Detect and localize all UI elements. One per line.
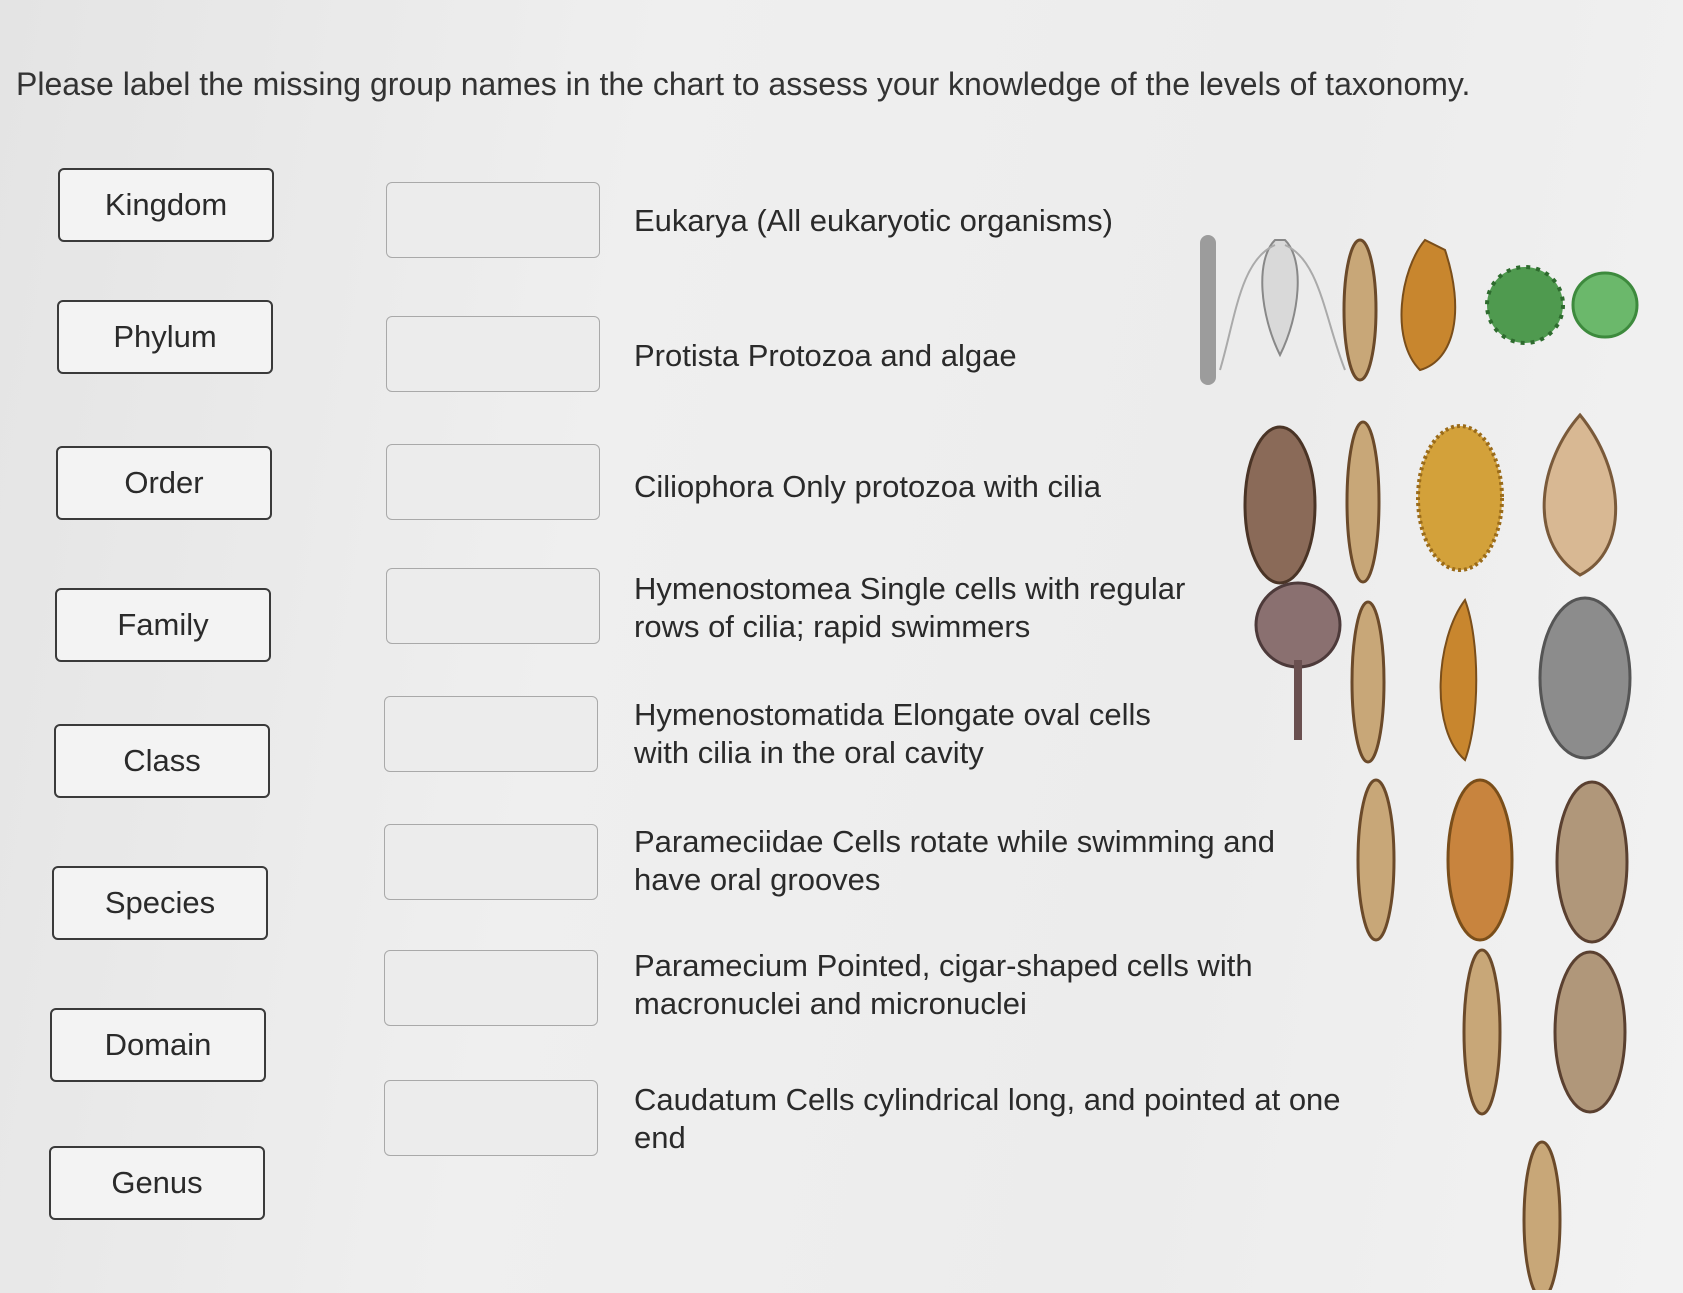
protozoa-illustration — [1200, 235, 1639, 1290]
paramecium-organism — [1350, 600, 1386, 764]
vorticella-organism — [1254, 581, 1342, 669]
term-class-button[interactable]: Class — [54, 724, 270, 798]
paramecium-organism — [1555, 780, 1629, 944]
term-family-button[interactable]: Family — [55, 588, 271, 662]
ciliate-organism — [1243, 425, 1317, 585]
drop-target-3[interactable] — [386, 444, 600, 520]
paramecium-organism — [1345, 420, 1381, 584]
drop-target-1[interactable] — [386, 182, 600, 258]
term-genus-button[interactable]: Genus — [49, 1146, 265, 1220]
term-domain-button[interactable]: Domain — [50, 1008, 266, 1082]
ciliate-organism — [1538, 596, 1632, 760]
ciliate-organism — [1439, 597, 1478, 762]
paramecium-organism — [1356, 778, 1396, 942]
ciliate-organism — [1400, 238, 1457, 372]
row-description: Protista Protozoa and algae — [634, 338, 1017, 373]
term-order-button[interactable]: Order — [56, 446, 272, 520]
paramecium-organism — [1462, 948, 1502, 1116]
row-description: Paramecium Pointed, cigar-shaped cells w… — [634, 948, 1253, 1021]
radiolarian-organism — [1485, 265, 1565, 345]
filament-organism — [1200, 235, 1216, 385]
instruction-text: Please label the missing group names in … — [16, 66, 1471, 102]
green-alga-organism — [1571, 271, 1639, 339]
drop-target-8[interactable] — [384, 1080, 598, 1156]
row-description: Hymenostomea Single cells with regular r… — [634, 571, 1186, 644]
drop-target-6[interactable] — [384, 824, 598, 900]
row-description: Hymenostomatida Elongate oval cells with… — [634, 697, 1151, 770]
row-description: Parameciidae Cells rotate while swimming… — [634, 824, 1275, 897]
paramecium-organism — [1342, 238, 1378, 382]
paramecium-organism — [1446, 778, 1514, 942]
term-species-button[interactable]: Species — [52, 866, 268, 940]
paramecium-organism — [1522, 1140, 1562, 1290]
flagellate-organism — [1261, 239, 1299, 358]
row-description: Caudatum Cells cylindrical long, and poi… — [634, 1082, 1341, 1155]
paramecium-organism — [1553, 950, 1627, 1114]
term-kingdom-button[interactable]: Kingdom — [58, 168, 274, 242]
ciliate-organism — [1542, 412, 1618, 577]
row-description: Eukarya (All eukaryotic organisms) — [634, 203, 1113, 238]
drop-target-5[interactable] — [384, 696, 598, 772]
drop-target-7[interactable] — [384, 950, 598, 1026]
term-phylum-button[interactable]: Phylum — [57, 300, 273, 374]
drop-target-4[interactable] — [386, 568, 600, 644]
row-description: Ciliophora Only protozoa with cilia — [634, 469, 1101, 504]
ciliate-organism — [1416, 424, 1504, 572]
drop-target-2[interactable] — [386, 316, 600, 392]
